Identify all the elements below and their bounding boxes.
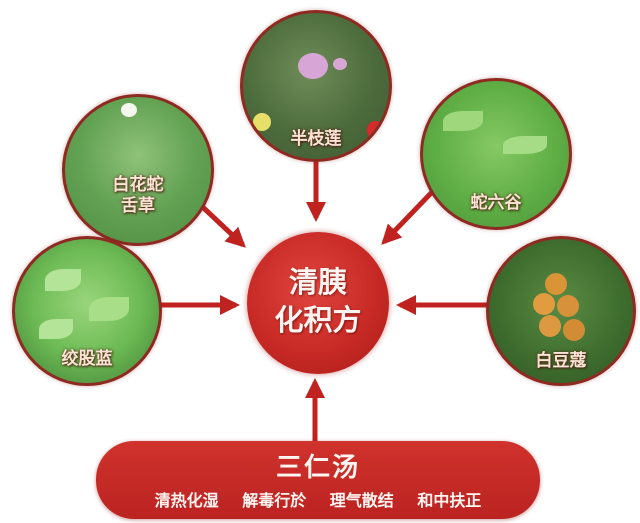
formula-name: 三仁汤 <box>275 453 360 483</box>
formula-banner: 三仁汤 清热化湿 解毒行於 理气散结 和中扶正 <box>96 441 540 519</box>
flower-decoration <box>253 113 271 131</box>
formula-effects: 清热化湿 解毒行於 理气散结 和中扶正 <box>96 487 540 511</box>
fruit-decoration <box>563 319 585 341</box>
effect-item: 解毒行於 <box>242 491 307 510</box>
leaf-decoration <box>443 111 483 131</box>
center-title-line2: 化积方 <box>274 303 362 337</box>
flower-decoration <box>121 103 137 117</box>
fruit-decoration <box>539 315 561 337</box>
leaf-decoration <box>89 297 129 321</box>
effect-item: 和中扶正 <box>417 491 482 510</box>
leaf-decoration <box>503 136 547 154</box>
flower-decoration <box>367 121 383 139</box>
herb-sheliugu: 蛇六谷 <box>420 78 572 230</box>
fruit-decoration <box>545 273 567 295</box>
fruit-decoration <box>557 295 579 317</box>
center-title-line1: 清胰 <box>288 265 347 299</box>
leaf-decoration <box>45 269 81 291</box>
effect-item: 理气散结 <box>329 491 394 510</box>
herb-banzhilian: 半枝莲 <box>240 10 392 162</box>
effect-item: 清热化湿 <box>154 491 219 510</box>
herb-baihuasheshecao: 白花蛇 舌草 <box>62 94 214 246</box>
center-formula-circle: 清胰 化积方 <box>247 232 389 374</box>
herb-label: 白豆蔻 <box>535 351 587 371</box>
herb-label: 蛇六谷 <box>470 193 522 213</box>
flower-decoration <box>333 58 347 70</box>
herb-jiaogulan: 绞股蓝 <box>12 236 162 386</box>
arrow-top-right <box>381 188 436 245</box>
herb-label-line2: 舌草 <box>121 196 155 216</box>
fruit-decoration <box>533 293 555 315</box>
herb-label: 半枝莲 <box>290 129 342 149</box>
leaf-decoration <box>39 319 73 339</box>
herb-label-line1: 白花蛇 <box>112 175 164 195</box>
herb-label: 绞股蓝 <box>61 349 113 369</box>
flower-decoration <box>298 53 328 79</box>
herb-baidoukou: 白豆蔻 <box>486 236 636 386</box>
